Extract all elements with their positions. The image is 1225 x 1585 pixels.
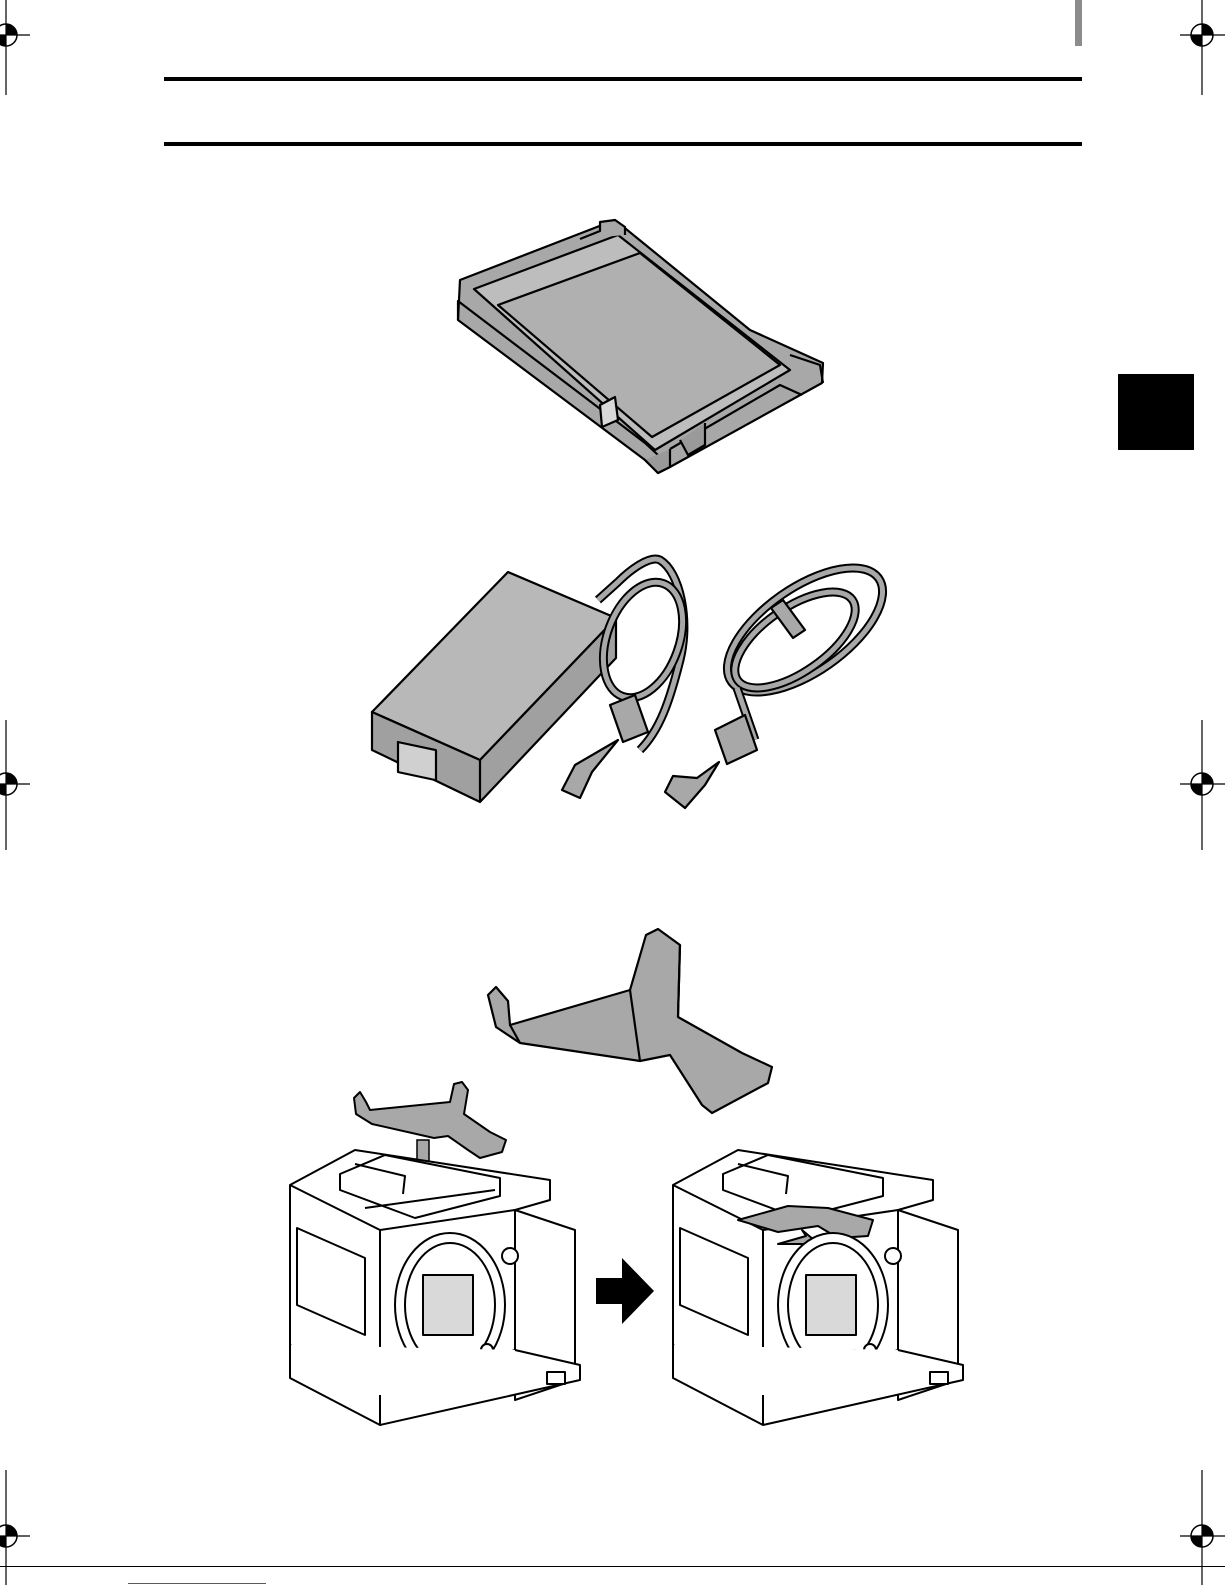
paper-guide-illustration <box>480 925 790 1125</box>
registration-mark-icon <box>1180 1470 1225 1585</box>
paper-tray-illustration <box>440 205 840 485</box>
printer-illustration <box>668 1150 968 1440</box>
header-rule-bottom <box>164 142 1082 146</box>
registration-mark-icon <box>0 720 40 860</box>
registration-mark-icon <box>0 0 40 80</box>
chapter-tab <box>1118 374 1194 450</box>
trim-mark-bottom-blue <box>128 1583 266 1584</box>
registration-mark-icon <box>1180 0 1225 100</box>
registration-mark-icon <box>0 1470 40 1585</box>
power-cord-illustration <box>645 540 905 825</box>
header-tick <box>1075 0 1082 46</box>
registration-mark-icon <box>1180 720 1225 860</box>
printer-illustration <box>285 1150 585 1440</box>
trim-line-bottom <box>0 1566 1225 1567</box>
right-arrow-icon <box>596 1258 654 1324</box>
header-rule-top <box>164 77 1082 81</box>
